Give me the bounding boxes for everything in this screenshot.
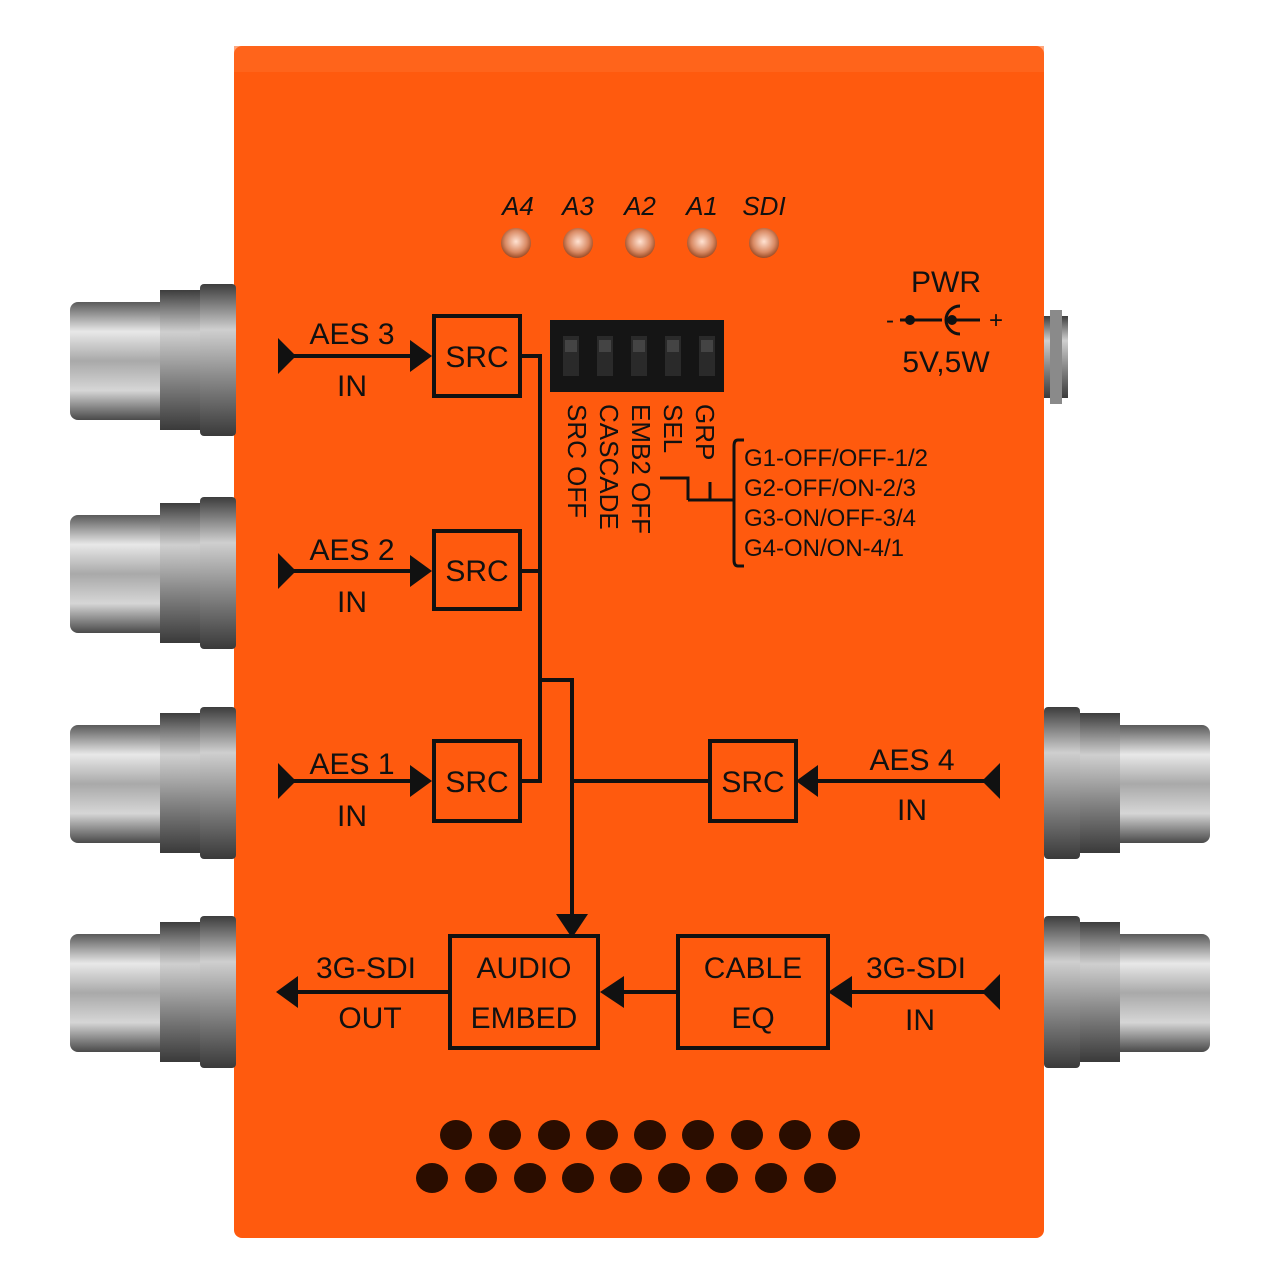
- power-label: PWR: [911, 266, 981, 299]
- bnc-connector-aes3[interactable]: [70, 284, 236, 436]
- audio-embed-line2: EMBED: [471, 1002, 578, 1035]
- aes1-sub: IN: [337, 800, 367, 833]
- sdi-in-label: 3G-SDI: [866, 952, 966, 985]
- sdi-out-sub: OUT: [338, 1002, 401, 1035]
- src-block-aes1: [432, 739, 522, 823]
- audio-embed-line1: AUDIO: [476, 952, 571, 985]
- dip-label-emb2-off: EMB2 OFF: [626, 404, 656, 534]
- group-option-2: G2-OFF/ON-2/3: [744, 475, 916, 502]
- cable-eq-block: [676, 934, 830, 1050]
- signal-lines: [280, 354, 1000, 994]
- aes4-sub: IN: [897, 794, 927, 827]
- svg-text:+: +: [989, 307, 1003, 334]
- group-bracket: [660, 438, 744, 568]
- bnc-connector-aes1[interactable]: [70, 707, 236, 859]
- led-label-a4: A4: [500, 191, 534, 221]
- device-body-shading: [234, 46, 1044, 72]
- arrow-heads: [276, 338, 1000, 1010]
- src-block-aes4: [708, 739, 798, 823]
- dc-polarity-icon: - +: [886, 304, 1003, 336]
- svg-text:-: -: [886, 307, 894, 334]
- led-group: A4 A3 A2 A1 SDI: [500, 191, 786, 258]
- group-option-4: G4-ON/ON-4/1: [744, 535, 904, 562]
- dip-label-grp: GRP: [690, 404, 720, 460]
- led-a1: [687, 228, 717, 258]
- group-option-1: G1-OFF/OFF-1/2: [744, 445, 928, 472]
- src-label-aes3: SRC: [445, 341, 508, 374]
- cable-eq-line1: CABLE: [704, 952, 802, 985]
- led-a4: [501, 228, 531, 258]
- sdi-in-sub: IN: [905, 1004, 935, 1037]
- src-block-aes3: [432, 314, 522, 398]
- led-label-sdi: SDI: [742, 191, 785, 221]
- aes2-label: AES 2: [309, 534, 394, 567]
- group-option-3: G3-ON/OFF-3/4: [744, 505, 916, 532]
- cable-eq-line2: EQ: [731, 1002, 774, 1035]
- led-label-a1: A1: [684, 191, 718, 221]
- led-label-a3: A3: [560, 191, 594, 221]
- src-label-aes4: SRC: [721, 766, 784, 799]
- led-a3: [563, 228, 593, 258]
- device-body: [234, 46, 1044, 1238]
- power-jack[interactable]: [1044, 310, 1068, 404]
- dip-labels: GRP SEL EMB2 OFF CASCADE SRC OFF: [562, 404, 720, 534]
- aes3-label: AES 3: [309, 318, 394, 351]
- audio-embed-block: [448, 934, 600, 1050]
- dip-switch[interactable]: [550, 320, 724, 392]
- aes1-label: AES 1: [309, 748, 394, 781]
- led-sdi: [749, 228, 779, 258]
- bnc-connector-aes2[interactable]: [70, 497, 236, 649]
- bnc-connector-aes4[interactable]: [1044, 707, 1210, 859]
- sdi-out-label: 3G-SDI: [316, 952, 416, 985]
- led-a2: [625, 228, 655, 258]
- vent-holes: [416, 1120, 860, 1193]
- dip-label-src-off: SRC OFF: [562, 404, 592, 518]
- dip-label-sel: SEL: [658, 404, 688, 453]
- led-label-a2: A2: [622, 191, 656, 221]
- aes4-label: AES 4: [869, 744, 954, 777]
- src-label-aes1: SRC: [445, 766, 508, 799]
- dip-label-cascade: CASCADE: [594, 404, 624, 530]
- src-block-aes2: [432, 529, 522, 611]
- power-rating: 5V,5W: [902, 346, 990, 379]
- bnc-connector-sdi-in[interactable]: [1044, 916, 1210, 1068]
- bnc-connector-sdi-out[interactable]: [70, 916, 236, 1068]
- src-label-aes2: SRC: [445, 555, 508, 588]
- aes2-sub: IN: [337, 586, 367, 619]
- aes3-sub: IN: [337, 370, 367, 403]
